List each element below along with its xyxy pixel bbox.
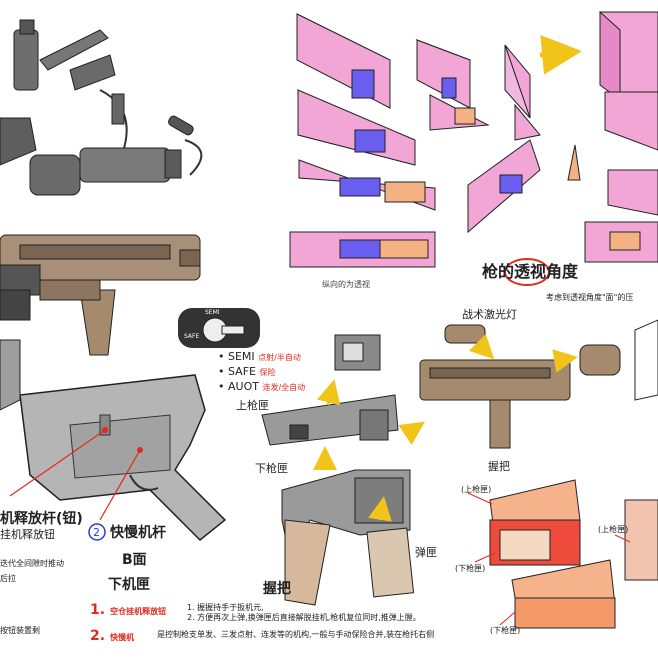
tan-rifle-sketch (0, 234, 201, 356)
annotation-bolt-release-b: 挂机释放钮 (0, 528, 55, 541)
selector-semi: • SEMI 点射/半自动 (218, 350, 301, 363)
annotation-quick-lever: 快慢机杆 (110, 525, 166, 541)
note-1-line-2: 2. 方便再次上弹,换弹匣后直接解脱挂机,枪机复位同时,推弹上膛。 (187, 613, 421, 622)
label-box-lower-1: (下枪匣) (455, 564, 486, 573)
label-b-face: B面 (122, 552, 147, 568)
label-grip-center: 握把 (488, 460, 510, 473)
perspective-title-post: 角度 (546, 262, 579, 281)
label-grip-left: 握把 (263, 581, 291, 597)
perspective-blocks (289, 10, 658, 286)
note-2-text: 是控制枪支单发、三发点射、连发等的机构,一般与手动保险合并,装在枪托右侧 (157, 630, 435, 639)
annotation-bolt-release-a: 机释放杆(钮) (0, 511, 83, 527)
annotation-side-note-2: 后拉 (0, 574, 16, 583)
annotation-side-note-3: 按钮装置剩 (0, 626, 40, 635)
selector-dial-left: SAFE (184, 333, 200, 340)
label-box-lower-2: (下枪匣) (490, 626, 521, 635)
perspective-title-circled: 透视 (514, 262, 547, 281)
label-box-upper-1: (上枪匣) (461, 485, 492, 494)
number-circle-2 (88, 523, 106, 541)
lower-receiver-drawing (0, 339, 227, 542)
perspective-sketch-note: 纵向的为透视 (322, 280, 370, 289)
receiver-box-blocks (467, 479, 658, 629)
note-1-line-1: 1. 握握持手于扳机元, (187, 603, 264, 612)
exploded-rifle-parts (261, 319, 658, 606)
note-1: 1. 空仓挂机释放钮 (90, 602, 167, 618)
label-upper-receiver: 上枪匣 (236, 399, 269, 412)
label-tactical-light: 战术激光灯 (462, 308, 517, 321)
selector-auto: • AUOT 连发/全自动 (218, 380, 306, 393)
perspective-title-pre: 枪的 (482, 262, 515, 281)
annotation-quick-lever-num: 2 (93, 526, 100, 539)
selector-dial-top: SEMI (205, 309, 220, 316)
selector-dial-diagram (178, 308, 260, 348)
label-lower-receiver: 下枪匣 (255, 462, 288, 475)
selector-safe: • SAFE 保险 (218, 365, 276, 378)
perspective-title: 枪的透视角度 (482, 264, 578, 280)
perspective-subtitle: 考虑到透视角度"面"的压 (546, 293, 634, 302)
label-lower-receiver-caption: 下机匣 (108, 577, 150, 593)
note-2: 2. 快慢机 (90, 628, 135, 644)
label-magazine: 弹匣 (415, 546, 437, 559)
annotation-side-note-1: 迭代全间隙时推动 (0, 559, 64, 568)
accessory-sketches (0, 19, 203, 196)
label-box-upper-2: (上枪匣) (598, 525, 629, 534)
